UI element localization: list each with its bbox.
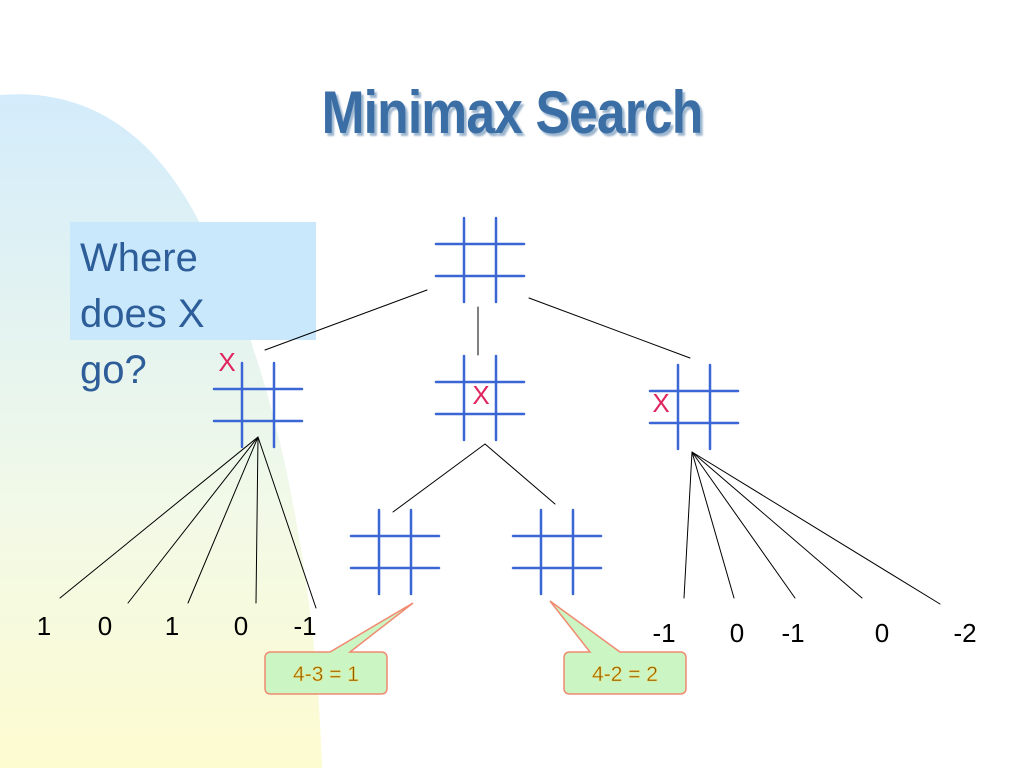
board-move-1 [212, 361, 304, 449]
tree-edge [484, 443, 556, 505]
tic-tac-toe-boards [212, 216, 740, 596]
leaf-value-right-2: 0 [730, 618, 744, 648]
callout-text-left: 4-3 = 1 [293, 663, 359, 686]
tree-edge [255, 436, 259, 604]
leaf-value-right-5: -2 [953, 618, 976, 648]
leaf-value-right-1: -1 [652, 618, 675, 648]
x-mark-move-1: X [218, 347, 235, 377]
tree-edge [683, 451, 693, 599]
board-reply-2 [511, 508, 603, 596]
callout-bubble-right [549, 600, 687, 695]
board-marks: X X X [218, 347, 669, 418]
leaf-values: 1 0 1 0 -1 -1 0 -1 0 -2 [37, 611, 977, 648]
board-reply-1 [349, 508, 441, 596]
tree-edge [257, 436, 317, 609]
leaf-value-right-4: 0 [875, 618, 889, 648]
tree-edge [691, 451, 796, 599]
x-mark-move-2: X [472, 380, 489, 410]
callout-text-right: 4-2 = 2 [592, 663, 658, 686]
tree-edge [691, 451, 735, 599]
callout-bubble-left [264, 602, 414, 695]
question-text: Where does X go? [80, 236, 205, 392]
board-move-2 [434, 354, 526, 442]
leaf-value-left-1: 1 [37, 611, 51, 641]
tree-edge [264, 289, 428, 351]
board-move-3 [648, 363, 740, 451]
board-root [434, 216, 526, 304]
leaf-value-right-3: -1 [781, 618, 804, 648]
tree-edge [59, 436, 259, 599]
tree-edges [59, 289, 941, 609]
tree-edge [691, 451, 863, 599]
tree-edge [392, 443, 486, 513]
tree-edge [691, 451, 941, 605]
callouts: 4-3 = 1 4-2 = 2 [264, 600, 687, 695]
tree-edge [187, 436, 259, 604]
question-box [70, 222, 316, 340]
tree-edge [528, 297, 691, 359]
tree-edge [127, 436, 259, 604]
page-title: Minimax Search [321, 79, 704, 146]
x-mark-move-3: X [652, 388, 669, 418]
leaf-value-left-4: 0 [234, 611, 248, 641]
leaf-value-left-5: -1 [293, 611, 316, 641]
leaf-value-left-3: 1 [165, 611, 179, 641]
leaf-value-left-2: 0 [98, 611, 112, 641]
